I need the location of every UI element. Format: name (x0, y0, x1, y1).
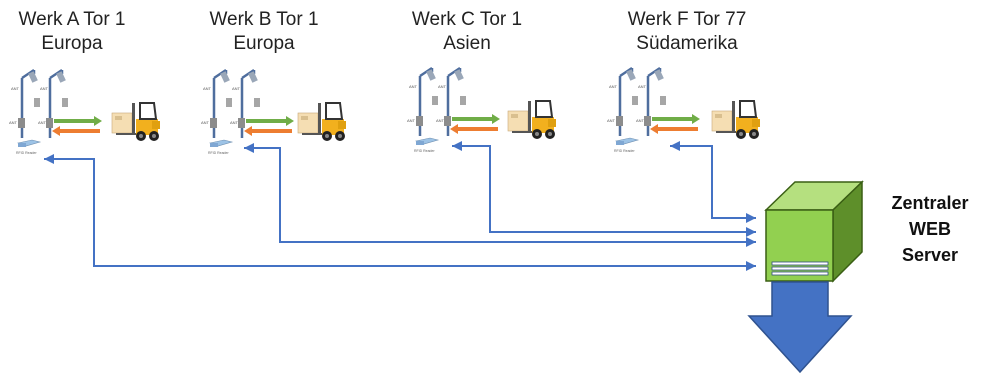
connector-werk-f (670, 141, 756, 223)
connector-werk-c (452, 141, 756, 237)
server-box-icon (764, 180, 864, 283)
site-label-werk-a: Werk A Tor 1 Europa (0, 8, 152, 56)
forklift-icon (111, 102, 161, 142)
forklift-icon (711, 100, 761, 140)
site-name: Werk C Tor 1 (411, 9, 523, 30)
server-label-line1: Zentraler (891, 193, 969, 213)
server-label-line3: Server (901, 245, 959, 265)
server-label: Zentraler WEB Server (880, 190, 980, 268)
rfid-gate-icon (405, 66, 502, 155)
site-name: Werk B Tor 1 (209, 9, 319, 30)
forklift-icon (297, 102, 347, 142)
server-label-line2: WEB (909, 219, 951, 239)
site-label-werk-c: Werk C Tor 1 Asien (387, 8, 547, 56)
site-label-werk-b: Werk B Tor 1 Europa (184, 8, 344, 56)
site-region: Südamerika (636, 33, 738, 54)
connector-werk-b (244, 143, 756, 247)
down-arrow-icon (747, 281, 853, 374)
rfid-gate-icon (199, 68, 296, 157)
connector-werk-a (44, 154, 756, 271)
site-name: Werk A Tor 1 (18, 9, 126, 30)
site-name: Werk F Tor 77 (627, 9, 747, 30)
site-region: Asien (443, 33, 491, 54)
rfid-gate-icon (605, 66, 702, 155)
rfid-gate-icon (7, 68, 104, 157)
site-region: Europa (233, 33, 295, 54)
site-region: Europa (41, 33, 103, 54)
forklift-icon (507, 100, 557, 140)
site-label-werk-f: Werk F Tor 77 Südamerika (607, 8, 767, 56)
